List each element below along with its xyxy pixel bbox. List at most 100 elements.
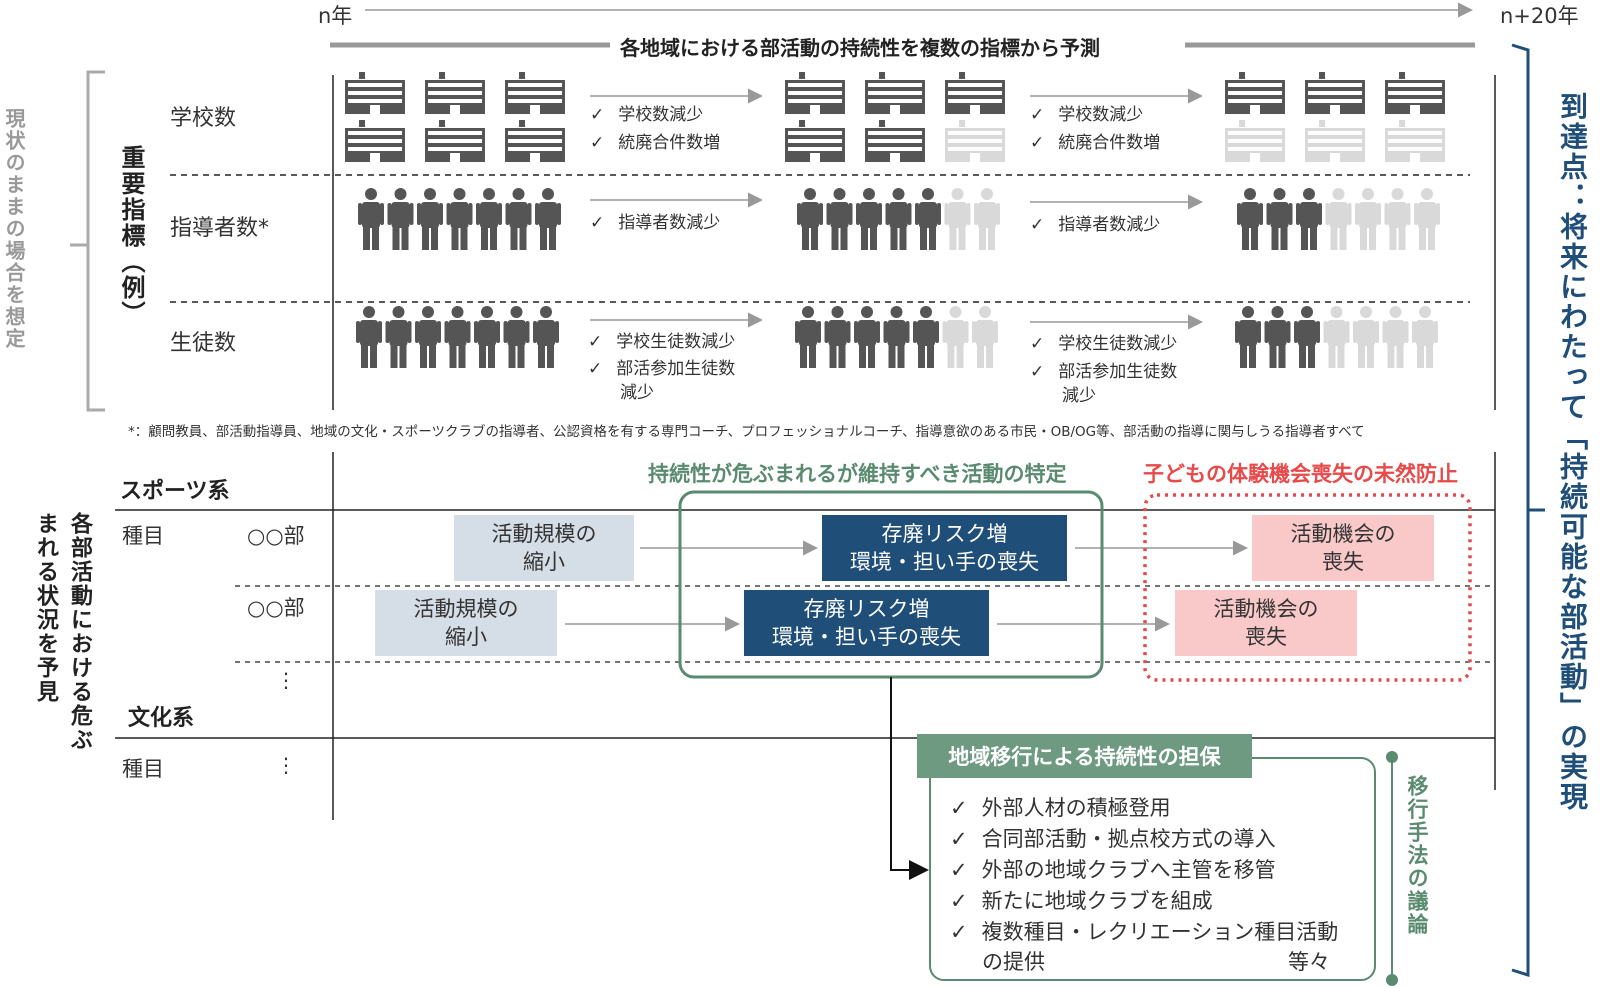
instructor-icon-start-2 xyxy=(387,188,414,250)
sports-item-label: 種目 xyxy=(122,524,164,548)
goal-label: 到達点：将来にわたって「持続可能な部活動」の実現 xyxy=(1556,92,1589,812)
instructors-end-note: 指導者数減少 xyxy=(1030,210,1160,235)
instructor-icon-end-1 xyxy=(1237,188,1263,250)
transition-item-4: 新たに地域クラブを組成 xyxy=(950,885,1213,915)
student-icon-end-6 xyxy=(1382,306,1409,368)
footnote: *：顧問教員、部活動指導員、地域の文化・スポーツクラブの指導者、公認資格を有する… xyxy=(128,424,1365,440)
student-icon-end-5 xyxy=(1353,306,1379,368)
school-icon-start-3 xyxy=(505,72,565,114)
students-end-note-2: 部活参加生徒数 xyxy=(1030,357,1177,382)
transition-item-1: 外部人材の積極登用 xyxy=(950,792,1171,822)
culture-title: 文化系 xyxy=(128,706,195,731)
instructor-icon-mid-1 xyxy=(797,188,823,250)
school-icon-end-1 xyxy=(1225,72,1285,114)
instructor-icon-mid-3 xyxy=(856,188,882,250)
school-icon-end-3 xyxy=(1385,72,1445,114)
transition-item-3: 外部の地域クラブへ主管を移管 xyxy=(950,854,1276,884)
student-icon-mid-5 xyxy=(913,306,939,368)
student-icon-mid-7 xyxy=(972,306,998,368)
student-icon-start-1 xyxy=(356,306,382,368)
student-icon-start-3 xyxy=(415,306,441,368)
forecast-banner: 各地域における部活動の持続性を複数の指標から予測 xyxy=(620,36,1100,60)
school-icon-end-4 xyxy=(1225,120,1285,162)
instructor-icon-end-7 xyxy=(1414,188,1440,250)
student-icon-mid-6 xyxy=(942,306,969,368)
left-scenario-label: 現状のままの場合を想定 xyxy=(2,108,26,350)
students-end-note-1: 学校生徒数減少 xyxy=(1030,329,1177,354)
school-icon-mid-2 xyxy=(865,72,925,114)
transition-title: 地域移行による持続性の担保 xyxy=(917,734,1252,778)
students-mid-note-1: 学校生徒数減少 xyxy=(588,327,735,352)
instructor-icon-start-4 xyxy=(446,188,473,250)
schools-end-note-1: 学校数減少 xyxy=(1030,100,1143,125)
student-icon-end-1 xyxy=(1235,306,1261,368)
student-icon-start-5 xyxy=(474,306,500,368)
school-icon-mid-6 xyxy=(945,120,1005,162)
instructor-icon-start-5 xyxy=(476,188,502,250)
indicator-instructors-label: 指導者数* xyxy=(170,216,270,241)
student-icon-end-2 xyxy=(1264,306,1291,368)
transition-etc: 等々 xyxy=(1288,950,1330,974)
school-icon-end-2 xyxy=(1305,72,1365,114)
student-icon-start-4 xyxy=(444,306,471,368)
timeline-end: n+20年 xyxy=(1500,4,1579,28)
instructor-icon-end-3 xyxy=(1296,188,1322,250)
school-icon-mid-3 xyxy=(945,72,1005,114)
instructor-icon-mid-6 xyxy=(944,188,971,250)
risk-box-row1: 存廃リスク増 環境・担い手の喪失 xyxy=(822,515,1067,581)
school-icon-mid-4 xyxy=(785,120,845,162)
school-icon-start-4 xyxy=(345,120,405,162)
instructor-icon-end-4 xyxy=(1325,188,1352,250)
instructor-icon-start-6 xyxy=(505,188,532,250)
instructor-icon-end-5 xyxy=(1355,188,1381,250)
school-icon-start-2 xyxy=(425,72,485,114)
instructor-icon-mid-7 xyxy=(974,188,1000,250)
shrink-box-row2: 活動規模の 縮小 xyxy=(375,590,557,656)
schools-mid-note-2: 統廃合件数増 xyxy=(590,128,720,153)
indicator-schools-label: 学校数 xyxy=(170,106,237,131)
instructor-icon-mid-4 xyxy=(885,188,912,250)
timeline-start: n年 xyxy=(318,4,353,28)
red-heading: 子どもの体験機会喪失の未然防止 xyxy=(1143,462,1458,486)
schools-mid-note-1: 学校数減少 xyxy=(590,100,703,125)
students-end-note-3: 減少 xyxy=(1062,386,1096,406)
school-icon-start-6 xyxy=(505,120,565,162)
sports-club-1: ○○部 xyxy=(247,524,305,548)
transition-item-2: 合同部活動・拠点校方式の導入 xyxy=(950,823,1276,853)
shrink-box-row1: 活動規模の 縮小 xyxy=(454,515,634,581)
schools-end-note-2: 統廃合件数増 xyxy=(1030,128,1160,153)
students-mid-note-2: 部活参加生徒数 xyxy=(588,354,735,379)
student-icon-end-7 xyxy=(1412,306,1438,368)
culture-ellipsis: ⋮ xyxy=(276,753,296,777)
instructor-icon-mid-2 xyxy=(826,188,853,250)
section-label: 各部活動における危ぶまれる状況を予見 xyxy=(33,512,92,752)
sports-ellipsis: ⋮ xyxy=(276,668,296,692)
student-icon-end-3 xyxy=(1294,306,1320,368)
school-icon-mid-5 xyxy=(865,120,925,162)
student-icon-mid-2 xyxy=(824,306,851,368)
student-icon-mid-4 xyxy=(883,306,910,368)
instructor-icon-start-1 xyxy=(358,188,384,250)
transition-item-5: 複数種目・レクリエーション種目活動 xyxy=(950,916,1339,946)
student-icon-end-4 xyxy=(1323,306,1350,368)
instructor-icon-end-6 xyxy=(1384,188,1411,250)
school-icon-start-5 xyxy=(425,120,485,162)
student-icon-start-6 xyxy=(503,306,530,368)
transition-item-5-cont: の提供 xyxy=(982,950,1045,974)
school-icon-end-5 xyxy=(1305,120,1365,162)
school-icon-mid-1 xyxy=(785,72,845,114)
instructor-icon-mid-5 xyxy=(915,188,941,250)
instructors-mid-note: 指導者数減少 xyxy=(590,208,720,233)
method-label: 移行手法の議論 xyxy=(1405,775,1429,936)
student-icon-mid-3 xyxy=(854,306,880,368)
sports-title: スポーツ系 xyxy=(120,479,230,504)
sports-club-2: ○○部 xyxy=(247,596,305,620)
risk-box-row2: 存廃リスク増 環境・担い手の喪失 xyxy=(744,590,989,656)
student-icon-start-2 xyxy=(385,306,412,368)
students-mid-note-3: 減少 xyxy=(620,383,654,403)
instructor-icon-end-2 xyxy=(1266,188,1293,250)
school-icon-start-1 xyxy=(345,72,405,114)
green-heading: 持続性が危ぶまれるが維持すべき活動の特定 xyxy=(648,462,1067,486)
loss-box-row1: 活動機会の 喪失 xyxy=(1252,515,1434,581)
